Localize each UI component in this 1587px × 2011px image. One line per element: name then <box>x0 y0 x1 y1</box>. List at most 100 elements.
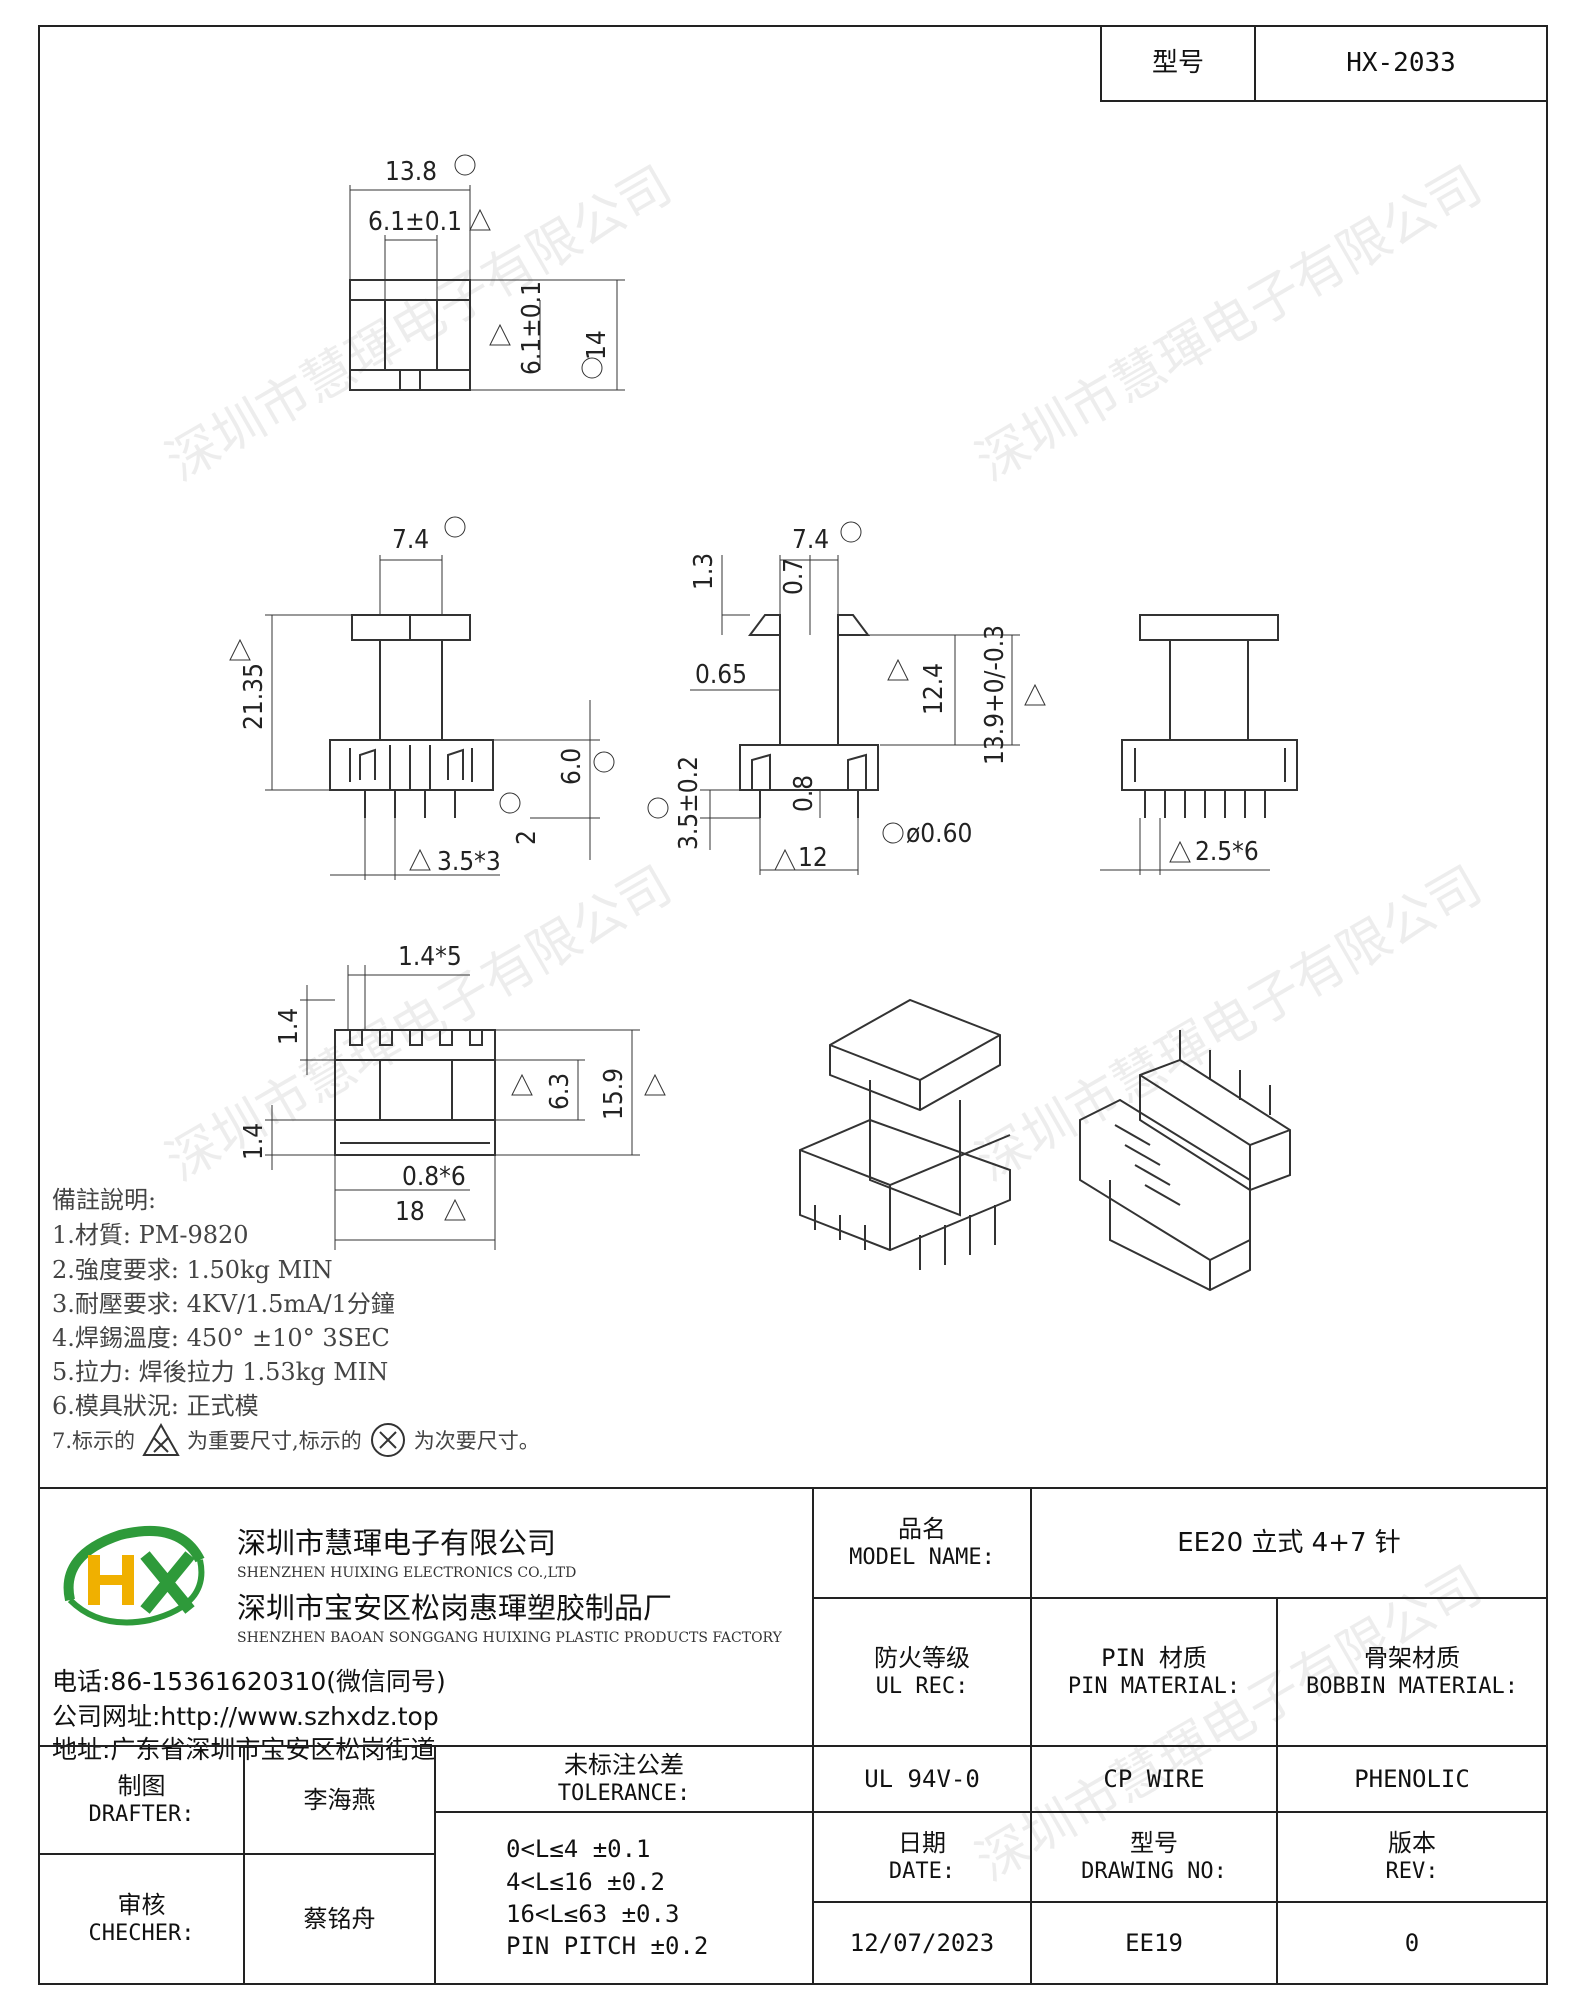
technical-drawing: 13.8 6.1±0.1 6.1±0.1 14 7.4 21.35 6.0 2 … <box>229 154 1298 1292</box>
tolerance-label-cn: 未标注公差 <box>564 1751 684 1780</box>
rev-value-text: 0 <box>1404 1929 1420 1957</box>
company-website: 公司网址:http://www.szhxdz.top <box>52 1702 439 1731</box>
header-model-value: HX-2033 <box>1254 25 1548 102</box>
titleblock-top-line <box>38 1487 1548 1489</box>
drawing-no-label: 型号 DRAWING NO: <box>1030 1811 1278 1903</box>
tolerance-line-2: 4<L≤16 ±0.2 <box>506 1867 665 1896</box>
bobbin-material-label: 骨架材质 BOBBIN MATERIAL: <box>1276 1597 1548 1747</box>
model-name-label: 品名 MODEL NAME: <box>812 1487 1032 1599</box>
dim-bottom-1-4b: 1.4 <box>239 1123 269 1160</box>
bobbin-material-value-text: PHENOLIC <box>1354 1765 1470 1793</box>
note-7: 7.标示的 为重要尺寸,标示的 为次要尺寸。 <box>52 1422 540 1458</box>
dim-front-pin: 2 <box>512 830 542 845</box>
dim-top-side: 6.1±0.1 <box>517 281 547 375</box>
note-7-b: 为重要尺寸,标示的 <box>187 1429 362 1453</box>
dim-front-base: 6.0 <box>557 748 587 785</box>
ul-label-cn: 防火等级 <box>874 1644 970 1673</box>
checker-name: 蔡铭舟 <box>243 1853 436 1985</box>
note-1: 1.材質: PM-9820 <box>52 1221 249 1249</box>
note-4: 4.焊錫溫度: 450° ±10° 3SEC <box>52 1324 390 1352</box>
isometric-view-left <box>799 998 1011 1270</box>
dim-bottom-1-4a: 1.4 <box>274 1008 304 1045</box>
bobbin-material-label-en: BOBBIN MATERIAL: <box>1306 1674 1518 1700</box>
rev-label-en: REV: <box>1385 1859 1439 1885</box>
ul-value: UL 94V-0 <box>812 1745 1032 1813</box>
checker-label-cn: 审核 <box>117 1891 166 1920</box>
tolerance-label: 未标注公差 TOLERANCE: <box>434 1745 814 1813</box>
dim-bottom-15-9: 15.9 <box>599 1068 629 1120</box>
drawing-no-label-cn: 型号 <box>1130 1829 1178 1858</box>
pin-material-value: CP WIRE <box>1030 1745 1278 1813</box>
dim-side-3-5: 3.5±0.2 <box>674 756 704 850</box>
date-label-cn: 日期 <box>898 1829 946 1858</box>
note-3: 3.耐壓要求: 4KV/1.5mA/1分鐘 <box>52 1290 395 1318</box>
drafter-label-en: DRAFTER: <box>88 1802 195 1828</box>
drawing-no-value: EE19 <box>1030 1901 1278 1985</box>
ul-value-text: UL 94V-0 <box>864 1765 980 1793</box>
dim-top-width: 13.8 <box>385 157 437 187</box>
isometric-view-right <box>1079 1030 1291 1292</box>
dim-bottom-6-3: 6.3 <box>545 1073 575 1110</box>
bottom-view <box>265 965 666 1250</box>
ul-label: 防火等级 UL REC: <box>812 1597 1032 1747</box>
rev-value: 0 <box>1276 1901 1548 1985</box>
tolerance-values: 0<L≤4 ±0.1 4<L≤16 ±0.2 16<L≤63 ±0.3 PIN … <box>434 1811 814 1985</box>
note-5: 5.拉力: 焊後拉力 1.53kg MIN <box>52 1358 389 1386</box>
dim-top-height: 14 <box>582 330 612 360</box>
dim-side-0-7: 0.7 <box>779 558 809 595</box>
note-6: 6.模具狀況: 正式模 <box>52 1392 259 1420</box>
tolerance-line-4: PIN PITCH ±0.2 <box>506 1932 709 1961</box>
tolerance-line-1: 0<L≤4 ±0.1 <box>506 1835 651 1864</box>
factory-name-cn: 深圳市宝安区松岗惠琿塑胶制品厂 <box>237 1591 673 1625</box>
date-label-en: DATE: <box>888 1859 956 1885</box>
dim-top-inner: 6.1±0.1 <box>368 207 462 237</box>
dim-bottom-pitch: 1.4*5 <box>398 942 462 972</box>
bobbin-material-label-cn: 骨架材质 <box>1364 1644 1460 1673</box>
dim-front-top: 7.4 <box>392 525 429 555</box>
secondary-circle-icon <box>370 1423 405 1457</box>
date-value-text: 12/07/2023 <box>849 1929 995 1957</box>
header-model-value-text: HX-2033 <box>1346 48 1456 79</box>
model-name-label-en: MODEL NAME: <box>849 1545 995 1571</box>
side-view <box>647 521 1046 875</box>
notes-title: 備註說明: <box>52 1186 157 1214</box>
dim-side-12-4: 12.4 <box>919 663 949 715</box>
note-7-c: 为次要尺寸。 <box>413 1429 540 1453</box>
checker-label-en: CHECHER: <box>88 1921 195 1947</box>
rev-label-cn: 版本 <box>1388 1829 1436 1858</box>
pin-material-value-text: CP WIRE <box>1103 1765 1205 1793</box>
company-name-en: SHENZHEN HUIXING ELECTRONICS CO.,LTD <box>237 1565 577 1581</box>
model-name-label-cn: 品名 <box>898 1515 946 1544</box>
header-model-label-text: 型号 <box>1151 48 1204 79</box>
bobbin-material-value: PHENOLIC <box>1276 1745 1548 1813</box>
drafter-name: 李海燕 <box>243 1745 436 1855</box>
dim-side-12: 12 <box>798 843 828 873</box>
date-label: 日期 DATE: <box>812 1811 1032 1903</box>
dim-side-13-9: 13.9+0/-0.3 <box>980 625 1010 765</box>
pin-material-label-en: PIN MATERIAL: <box>1067 1674 1241 1700</box>
drafter-label: 制图 DRAFTER: <box>38 1745 245 1855</box>
note-2: 2.強度要求: 1.50kg MIN <box>52 1256 333 1284</box>
tolerance-label-en: TOLERANCE: <box>557 1781 691 1807</box>
dim-side-0-8: 0.8 <box>789 775 819 812</box>
drawing-no-value-text: EE19 <box>1125 1929 1183 1957</box>
important-triangle-icon <box>142 1422 180 1456</box>
top-view <box>349 154 625 391</box>
drafter-label-cn: 制图 <box>117 1772 166 1801</box>
checker-name-text: 蔡铭舟 <box>303 1905 376 1933</box>
company-phone: 电话:86-15361620310(微信同号) <box>52 1667 446 1696</box>
company-logo <box>50 1515 220 1630</box>
drafter-name-text: 李海燕 <box>303 1786 376 1814</box>
dim-front-height: 21.35 <box>239 663 269 730</box>
dim-bottom-18: 18 <box>395 1197 425 1227</box>
drawing-no-label-en: DRAWING NO: <box>1081 1859 1227 1885</box>
hx-logo-icon <box>63 1525 205 1626</box>
dim-side-top: 7.4 <box>792 525 829 555</box>
model-name-value: EE20 立式 4+7 针 <box>1030 1487 1548 1599</box>
model-name-value-text: EE20 立式 4+7 针 <box>1177 1527 1401 1558</box>
note-7-a: 7.标示的 <box>52 1429 136 1453</box>
date-value: 12/07/2023 <box>812 1901 1032 1985</box>
factory-name-en: SHENZHEN BAOAN SONGGANG HUIXING PLASTIC … <box>237 1630 782 1646</box>
dim-front-pitch: 3.5*3 <box>437 847 501 877</box>
dim-side-pin-dia: ø0.60 <box>906 819 972 849</box>
